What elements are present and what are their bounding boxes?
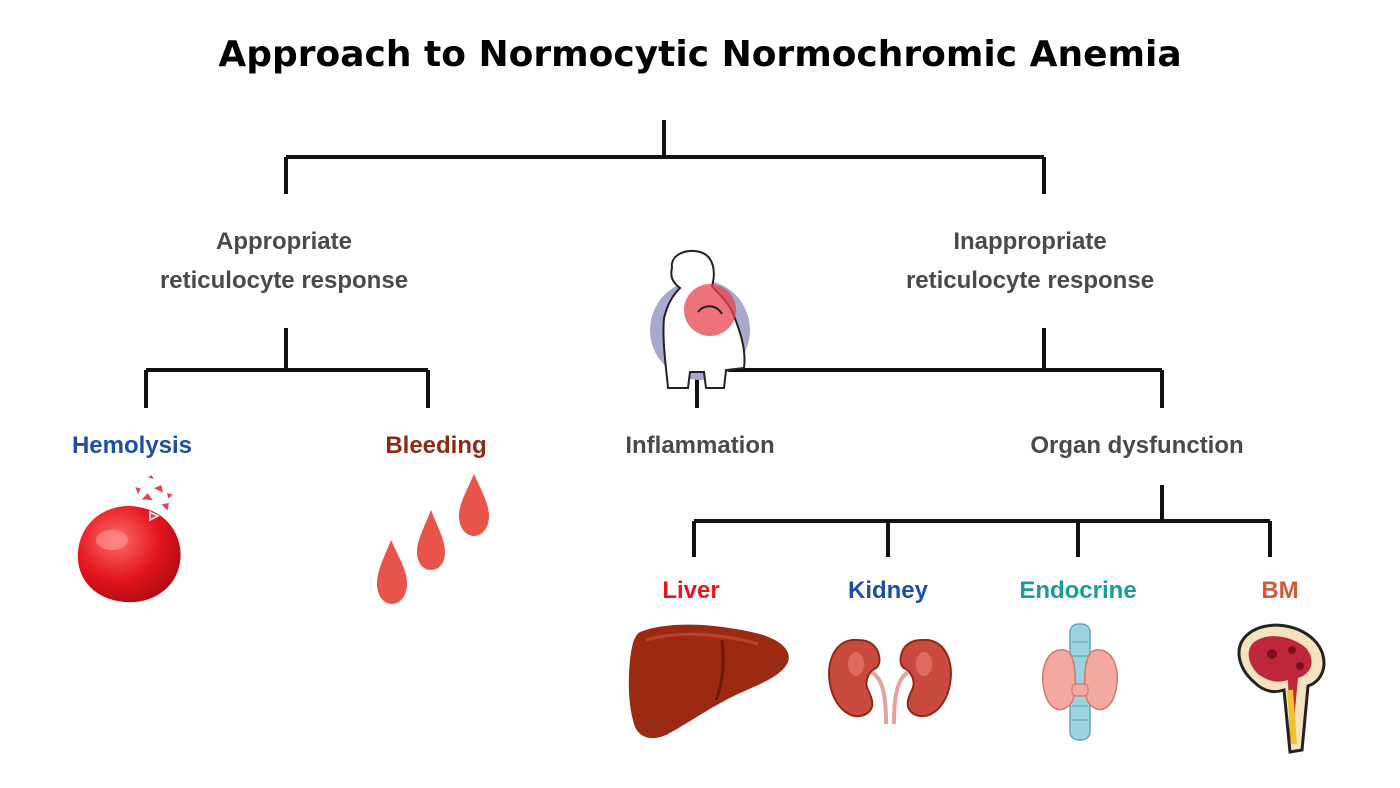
- bone-marrow-icon: [1237, 623, 1326, 754]
- organ-connector: [692, 485, 1272, 557]
- organ-dysfunction-label: Organ dysfunction: [1030, 432, 1243, 459]
- blood-drops-icon: [377, 474, 489, 604]
- appropriate-line1: Appropriate: [216, 228, 352, 255]
- inflamed-person-icon: [650, 249, 750, 389]
- bleeding-label: Bleeding: [385, 432, 486, 459]
- tree-connectors: [144, 120, 1272, 557]
- endocrine-label: Endocrine: [1019, 577, 1136, 604]
- root-connector: [284, 120, 1046, 194]
- inappropriate-branch: Inappropriate reticulocyte response: [906, 228, 1154, 294]
- appropriate-line2: reticulocyte response: [160, 267, 408, 294]
- bm-label: BM: [1261, 577, 1298, 604]
- inappropriate-connector: [695, 328, 1164, 408]
- kidney-label: Kidney: [848, 577, 929, 604]
- ruptured-red-cell-icon: [77, 472, 181, 603]
- thyroid-icon: [1042, 623, 1118, 741]
- hemolysis-label: Hemolysis: [72, 432, 192, 459]
- liver-label: Liver: [662, 577, 719, 604]
- inflammation-label: Inflammation: [625, 432, 774, 459]
- appropriate-connector: [144, 328, 430, 408]
- inappropriate-line1: Inappropriate: [953, 228, 1106, 255]
- inappropriate-line2: reticulocyte response: [906, 267, 1154, 294]
- page-title: Approach to Normocytic Normochromic Anem…: [218, 34, 1181, 75]
- kidneys-icon: [828, 638, 952, 725]
- appropriate-branch: Appropriate reticulocyte response: [160, 228, 408, 294]
- liver-icon: [628, 624, 789, 739]
